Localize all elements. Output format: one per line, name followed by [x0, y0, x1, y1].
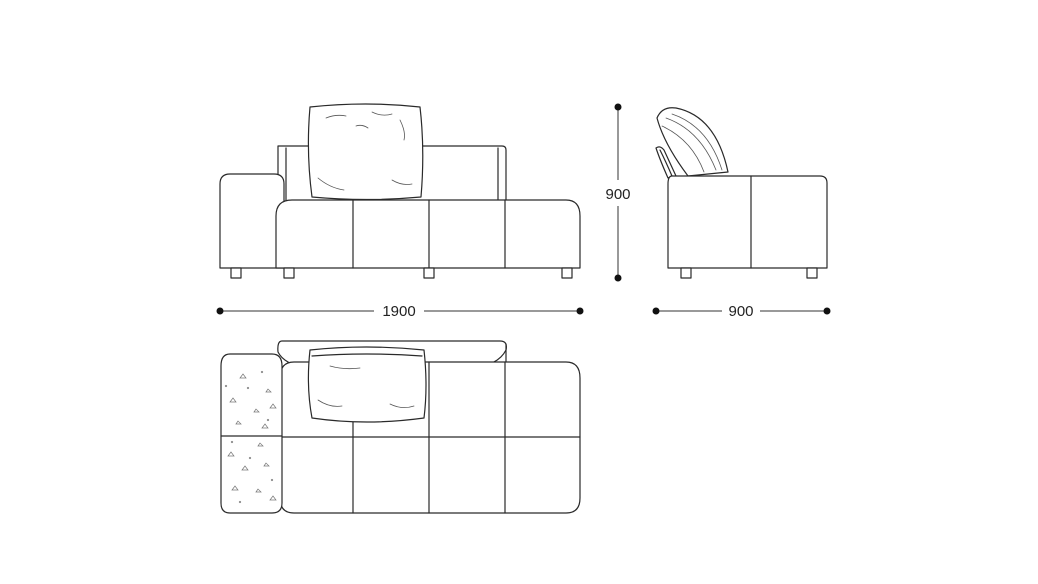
front-leg [423, 267, 435, 279]
front-seat [275, 199, 581, 269]
side-seat [667, 175, 828, 269]
fabric-texture [224, 370, 277, 504]
dimension-label-depth: 900 [728, 303, 753, 320]
side-pillow [656, 107, 729, 177]
dimension-height: 900 [605, 103, 631, 282]
top-armrest [220, 353, 283, 514]
dimension-label-width: 1900 [382, 303, 415, 320]
top-pillow [307, 346, 427, 423]
dimension-width-front: 1900 [216, 303, 584, 320]
front-leg [283, 267, 295, 279]
front-cushion [307, 103, 424, 201]
side-view [655, 107, 828, 279]
top-view [220, 340, 581, 514]
front-view [219, 103, 581, 279]
front-armrest [219, 173, 285, 269]
dimension-label-height: 900 [605, 186, 630, 203]
side-leg [680, 267, 692, 279]
dimension-depth-side: 900 [652, 303, 831, 320]
front-leg [230, 267, 242, 279]
front-leg [561, 267, 573, 279]
side-leg [806, 267, 818, 279]
